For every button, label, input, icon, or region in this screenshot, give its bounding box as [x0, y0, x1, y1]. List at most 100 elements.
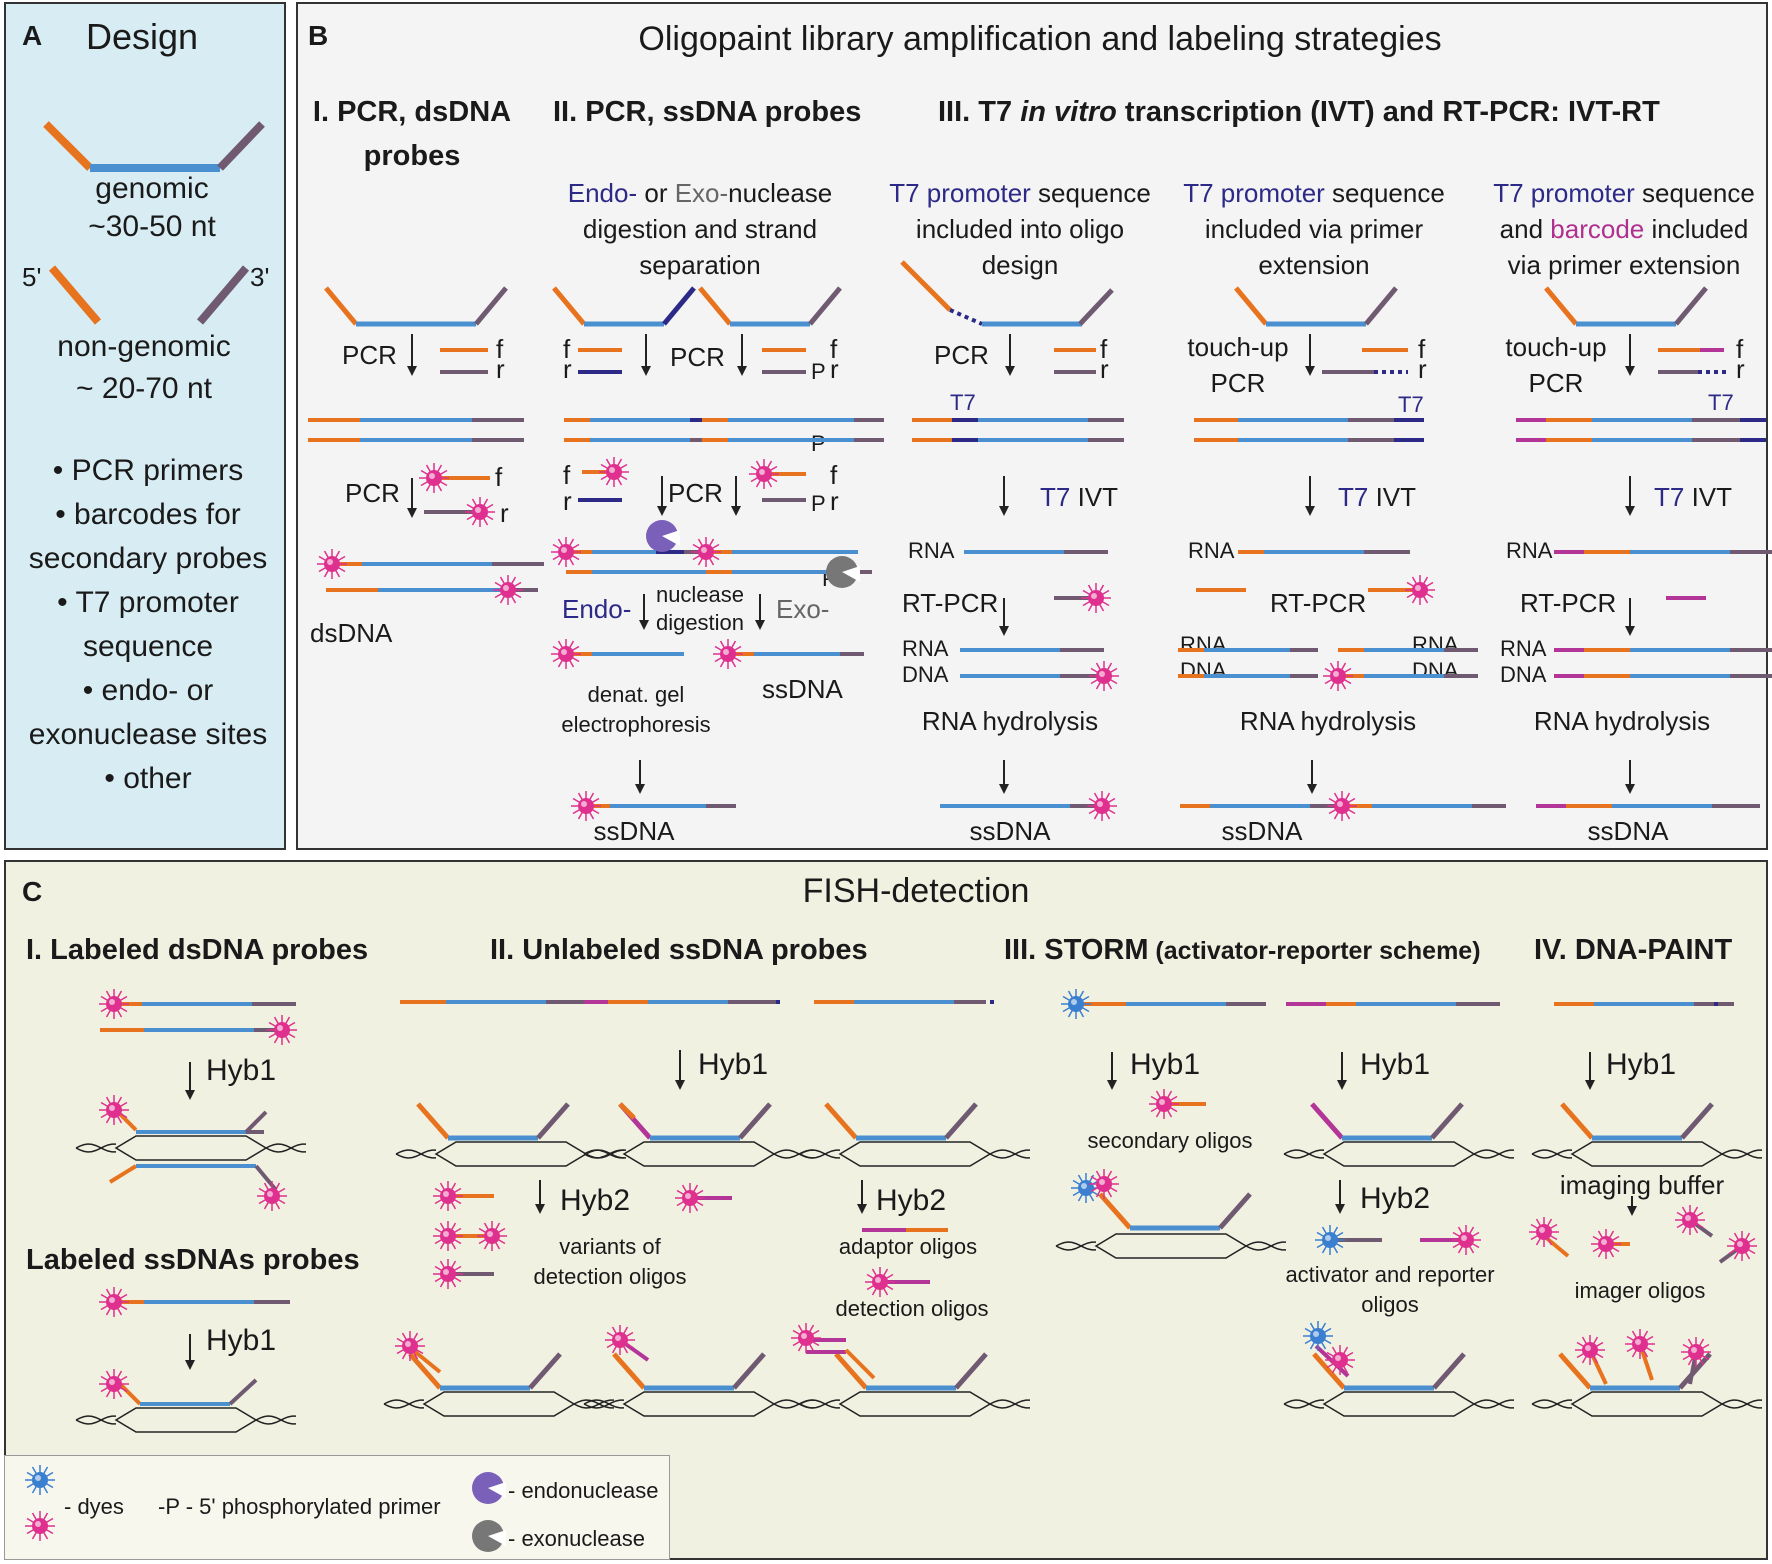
panel-b-label: B — [308, 20, 329, 51]
ii-f-3: f — [563, 460, 571, 490]
legend-endonuclease: - endonuclease — [508, 1478, 659, 1503]
primer-f-2: f — [495, 462, 503, 492]
iiia-rna-2: RNA — [902, 636, 949, 661]
iiib-hydrolysis: RNA hydrolysis — [1239, 706, 1417, 736]
panel-c — [4, 860, 1768, 1560]
iiic-pcr: PCR — [1528, 368, 1584, 398]
iiic-touchup: touch-up — [1505, 332, 1607, 362]
c-col-ii-title: II. Unlabeled ssDNA probes — [490, 934, 868, 966]
legend-phospho: -P - 5' phosphorylated primer — [158, 1494, 441, 1519]
ii-pcr-1: PCR — [670, 342, 725, 372]
panel-c-label: C — [22, 876, 43, 907]
dsdna-label: dsDNA — [310, 618, 393, 648]
iiia-rtpcr: RT-PCR — [902, 588, 999, 618]
iiib-rna: RNA — [1188, 538, 1235, 563]
variants-1: variants of — [559, 1234, 661, 1259]
pcr-step-1: PCR — [342, 340, 397, 370]
col-iii-a-desc-1: T7 promoter sequence — [889, 178, 1151, 208]
panel-c-title: FISH-detection — [802, 872, 1030, 910]
activator-1: activator and reporter — [1285, 1262, 1495, 1287]
bullet-2b: secondary probes — [28, 542, 268, 575]
iiia-ivt: T7 IVT — [1040, 482, 1119, 512]
exo-arrow-label: Exo- — [776, 594, 830, 624]
iiia-r: r — [1100, 354, 1109, 384]
iiib-r: r — [1418, 354, 1427, 384]
ii-r-2: r — [830, 354, 839, 384]
ssdna-endo: ssDNA — [593, 816, 675, 846]
detection-oligos: detection oligos — [835, 1296, 989, 1321]
bullet-1: • PCR primers — [52, 454, 244, 487]
c-col-iv-title: IV. DNA-PAINT — [1534, 934, 1733, 966]
iiic-t7-small: T7 — [1708, 390, 1734, 415]
panel-b-title: Oligopaint library amplification and lab… — [638, 20, 1442, 58]
col-ii-desc-1: Endo- or Exo-nuclease — [567, 178, 833, 208]
iiia-rna: RNA — [908, 538, 955, 563]
col-ii-desc-3: separation — [639, 250, 761, 280]
ii-r-3: r — [563, 486, 572, 516]
c-iii-hyb2: Hyb2 — [1360, 1182, 1431, 1215]
iiic-hydrolysis: RNA hydrolysis — [1533, 706, 1711, 736]
iiib-dna-l: DNA — [1180, 658, 1227, 683]
genomic-length: ~30-50 nt — [88, 210, 216, 243]
c-col-i-title: I. Labeled dsDNA probes — [26, 934, 369, 966]
iiib-rna-r: RNA — [1412, 632, 1459, 657]
ii-p-1: P — [811, 359, 826, 384]
panel-a-title: Design — [86, 16, 199, 57]
legend-dyes: - dyes — [64, 1494, 124, 1519]
pcr-step-2: PCR — [345, 478, 400, 508]
bullet-4b: exonuclease sites — [28, 718, 268, 751]
c-col-iii-title: III. STORM (activator-reporter scheme) — [1004, 934, 1481, 966]
c-ii-hyb2-b: Hyb2 — [876, 1184, 947, 1217]
col-iii-b-desc-3: extension — [1258, 250, 1370, 280]
iiib-touchup: touch-up — [1187, 332, 1289, 362]
ii-f-1: f — [563, 334, 571, 364]
nongenomic-length: ~ 20-70 nt — [76, 372, 212, 405]
iiic-rna: RNA — [1506, 538, 1553, 563]
col-ii-title: II. PCR, ssDNA probes — [553, 96, 862, 128]
iiib-ivt: T7 IVT — [1338, 482, 1417, 512]
genomic-label: genomic — [95, 172, 209, 205]
col-i-title-2: probes — [363, 140, 461, 172]
imaging-buffer: imaging buffer — [1559, 1170, 1725, 1200]
iiic-rna-2: RNA — [1500, 636, 1547, 661]
col-iii-b-desc-1: T7 promoter sequence — [1183, 178, 1445, 208]
ii-r-1: r — [563, 354, 572, 384]
iiia-pcr: PCR — [934, 340, 989, 370]
c-i-hyb1: Hyb1 — [206, 1054, 277, 1087]
variants-2: detection oligos — [533, 1264, 687, 1289]
iiic-ivt: T7 IVT — [1654, 482, 1733, 512]
iiib-rtpcr: RT-PCR — [1270, 588, 1367, 618]
denat-2: electrophoresis — [561, 712, 711, 737]
c-iv-hyb1: Hyb1 — [1606, 1048, 1677, 1081]
secondary-oligos: secondary oligos — [1087, 1128, 1253, 1153]
nuclease-digestion-2: digestion — [655, 610, 745, 635]
iiia-f: f — [1100, 334, 1108, 364]
three-prime-label: 3' — [250, 262, 270, 292]
iiia-dna: DNA — [902, 662, 949, 687]
adaptor-oligos: adaptor oligos — [838, 1234, 978, 1259]
bullet-2: • barcodes for — [55, 498, 241, 531]
bullet-3b: sequence — [82, 630, 214, 663]
iiic-r: r — [1736, 354, 1745, 384]
ii-p-3: P — [811, 491, 826, 516]
iiia-ssdna: ssDNA — [969, 816, 1051, 846]
c-iii-hyb1-a: Hyb1 — [1130, 1048, 1201, 1081]
col-i-title-1: I. PCR, dsDNA — [312, 96, 512, 128]
ssdna-exo: ssDNA — [762, 674, 843, 704]
iiib-ssdna: ssDNA — [1221, 816, 1303, 846]
nongenomic-label: non-genomic — [57, 330, 231, 363]
col-iii-a-desc-3: design — [981, 250, 1059, 280]
ii-pcr-2: PCR — [668, 478, 723, 508]
primer-f: f — [496, 334, 504, 364]
col-iii-c-desc-1: T7 promoter sequence — [1493, 178, 1755, 208]
ii-f-2: f — [830, 334, 838, 364]
c-ib-hyb1: Hyb1 — [206, 1324, 277, 1357]
iiib-rna-l: RNA — [1180, 632, 1227, 657]
five-prime-label: 5' — [22, 262, 42, 292]
endo-arrow-label: Endo- — [562, 594, 632, 624]
iiib-dna-r: DNA — [1412, 658, 1459, 683]
iiic-f: f — [1736, 334, 1744, 364]
iiic-ssdna: ssDNA — [1587, 816, 1669, 846]
iiib-f: f — [1418, 334, 1426, 364]
primer-r-2: r — [500, 498, 509, 528]
